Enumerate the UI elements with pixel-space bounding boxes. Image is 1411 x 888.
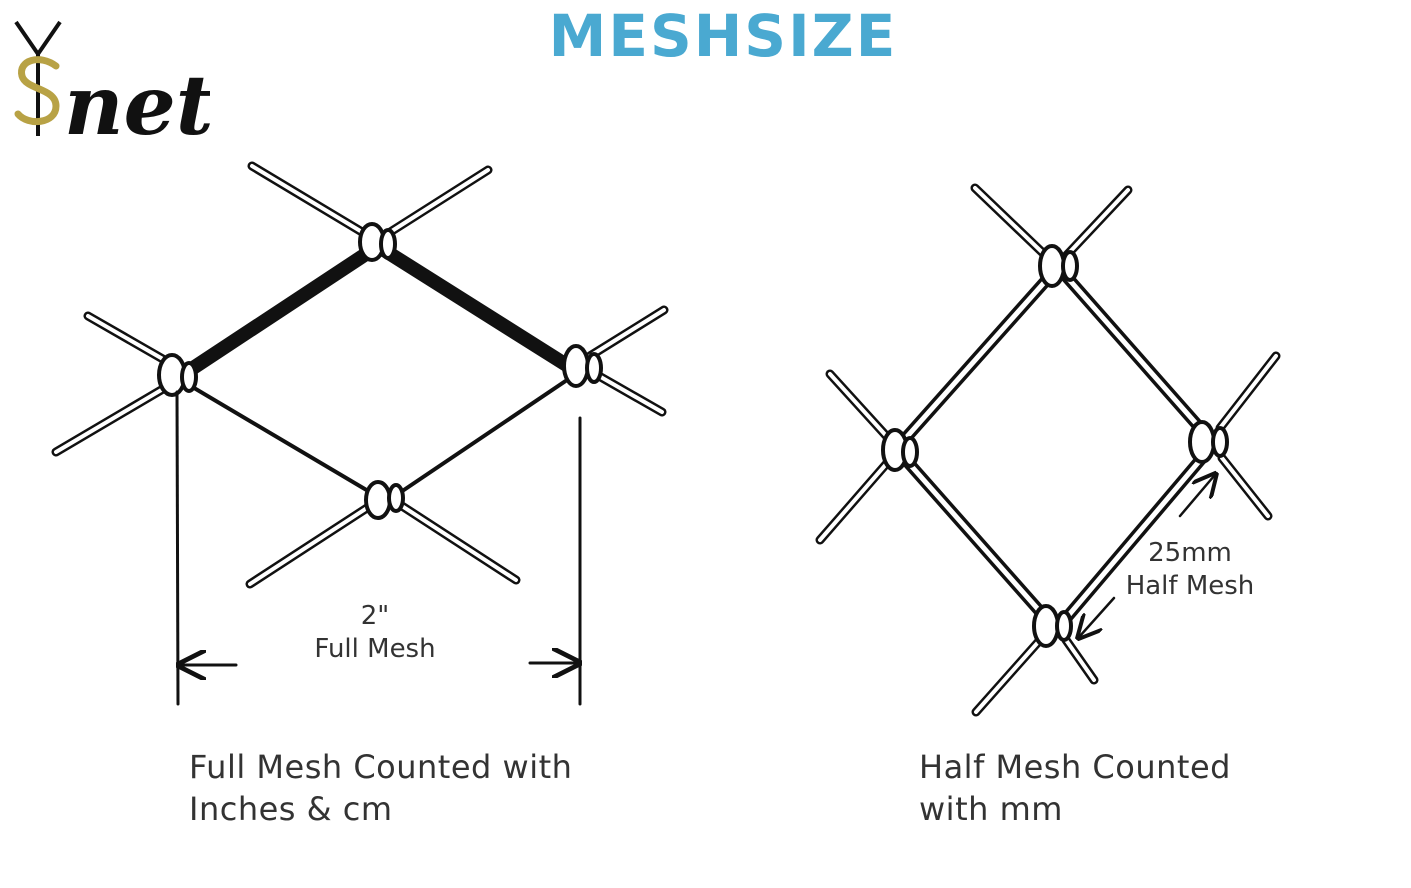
wire-top-half <box>970 183 1133 261</box>
knot-right-half <box>1188 420 1216 464</box>
diamond-edges-half <box>898 270 1208 622</box>
knot-top-half <box>1038 244 1066 288</box>
full-mesh-caption: Full Mesh Counted with Inches & cm <box>189 746 572 830</box>
half-mesh-caption: Half Mesh Counted with mm <box>919 746 1231 830</box>
logo-wordmark: net <box>64 58 210 144</box>
wire-bottom <box>245 501 521 589</box>
knot-bottom-half <box>1032 604 1060 648</box>
full-mesh-value: 2" <box>360 601 390 631</box>
edge-bottom-right <box>390 376 572 500</box>
full-mesh-caption-line1: Full Mesh Counted with <box>189 748 573 786</box>
half-mesh-value: 25mm <box>1148 538 1232 568</box>
wire-right-half <box>1215 351 1281 521</box>
full-mesh-caption-line2: Inches & cm <box>189 790 393 828</box>
edge-top-left <box>177 243 379 381</box>
edge-top-right <box>377 243 575 373</box>
knot-right <box>562 344 590 388</box>
half-arrow-down <box>1080 596 1116 636</box>
page-title: MESHSIZE <box>548 2 898 70</box>
dim-extension-left <box>175 390 180 706</box>
wire-left-half <box>815 369 895 545</box>
wire-bottom-half <box>971 635 1099 717</box>
half-mesh-caption-line2: with mm <box>919 790 1063 828</box>
ysnet-logo: net <box>14 20 210 144</box>
knot-bottom <box>364 480 392 520</box>
half-mesh-figure <box>815 183 1281 717</box>
knots-half <box>881 244 1229 648</box>
full-mesh-dimension: 2" Full Mesh <box>290 600 460 666</box>
half-mesh-caption-line1: Half Mesh Counted <box>919 748 1231 786</box>
full-mesh-label: Full Mesh <box>314 634 436 664</box>
full-mesh-figure <box>51 161 669 706</box>
knots-full <box>157 222 603 520</box>
wire-right <box>585 305 669 417</box>
half-mesh-label: Half Mesh <box>1125 571 1255 601</box>
wire-left <box>51 311 173 457</box>
edge-bottom-left <box>182 380 382 500</box>
half-arrow-up <box>1178 476 1214 518</box>
wire-top <box>247 161 493 243</box>
half-mesh-dimension: 25mm Half Mesh <box>1105 537 1275 603</box>
